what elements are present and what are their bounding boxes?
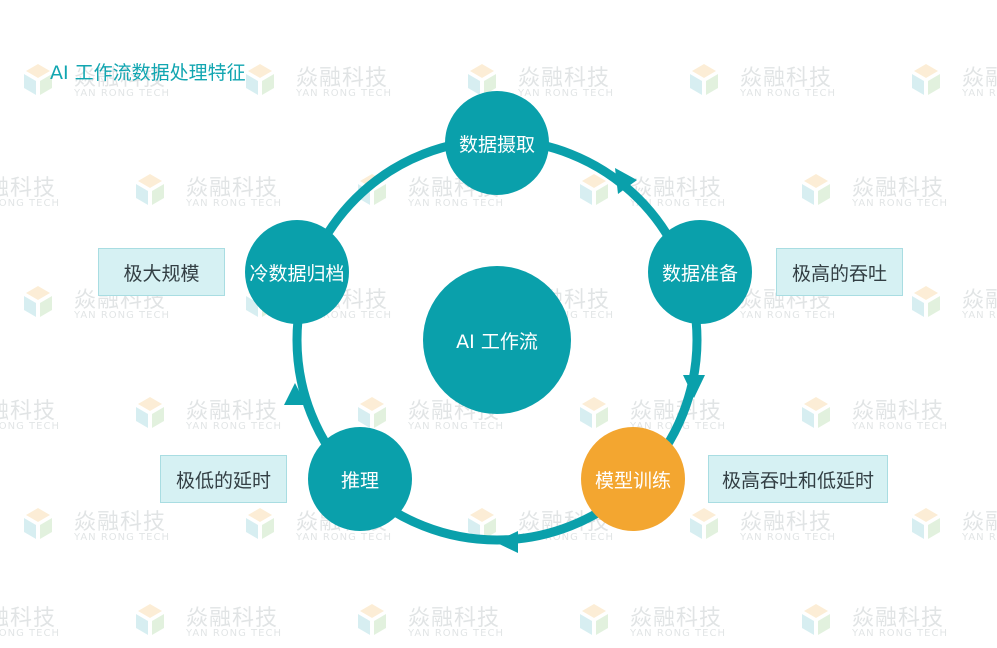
tag-high-throughput-low-latency: 极高吞吐和低延时 (708, 455, 888, 503)
tag-low-latency: 极低的延时 (160, 455, 287, 503)
node-cold-data-archive: 冷数据归档 (245, 220, 349, 324)
page-title: AI 工作流数据处理特征 (50, 62, 246, 84)
watermark-en: YAN RONG TECH (186, 628, 282, 639)
arrow-2-icon (683, 375, 705, 398)
node-inference: 推理 (308, 427, 412, 531)
watermark-en: YAN RONG TECH (408, 628, 504, 639)
watermark-en: YAN RONG TECH (630, 628, 726, 639)
arrow-3-icon (495, 531, 518, 553)
node-data-preparation: 数据准备 (648, 220, 752, 324)
watermark-en: YAN RONG TECH (0, 628, 60, 639)
tag-high-throughput: 极高的吞吐 (776, 248, 903, 296)
arrow-1-icon (615, 168, 637, 194)
node-data-ingestion: 数据摄取 (445, 91, 549, 195)
arrow-4-icon (284, 383, 306, 405)
center-node-ai-workflow: AI 工作流 (423, 266, 571, 414)
tag-massive-scale: 极大规模 (98, 248, 225, 296)
node-model-training: 模型训练 (581, 427, 685, 531)
watermark-en: YAN RONG TECH (852, 628, 948, 639)
